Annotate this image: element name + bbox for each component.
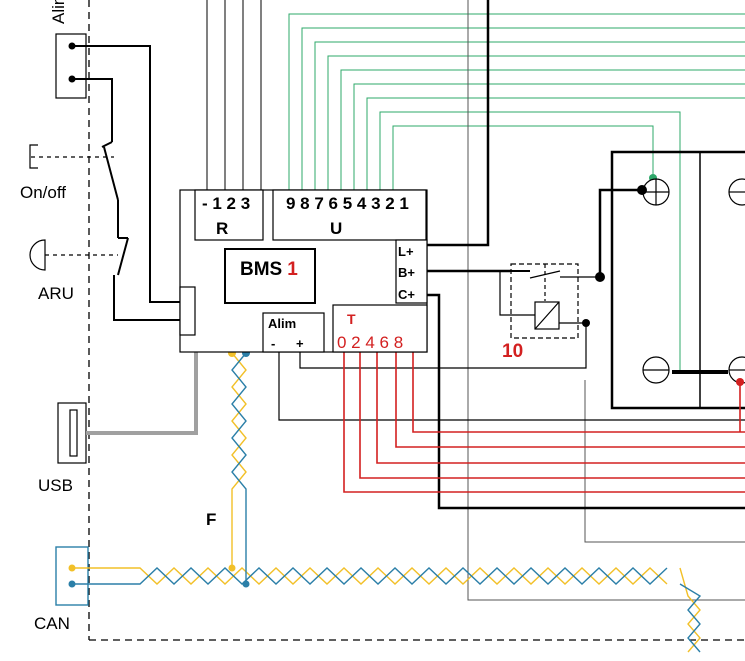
- power-wires: [426, 0, 745, 510]
- relay-junction: [582, 319, 590, 327]
- alim-side-label: Alim: [49, 0, 68, 24]
- bms-alim-minus: -: [271, 336, 275, 351]
- bms-r-pins: - 1 2 3: [202, 194, 250, 213]
- alim-terminal-b: [68, 75, 76, 83]
- bms-t-label: T: [347, 311, 356, 327]
- l-plus-label: L+: [398, 244, 414, 259]
- bms-alim-label: Alim: [268, 316, 296, 331]
- bms-t-pins: 0 2 4 6 8: [337, 333, 403, 352]
- alim-terminal-a: [68, 42, 76, 50]
- c-plus-label: C+: [398, 287, 415, 302]
- can-l-junction: [242, 580, 250, 588]
- alim-minus-wire: [278, 346, 745, 421]
- aru-label: ARU: [38, 284, 74, 303]
- can-h-junction: [228, 564, 236, 572]
- can-label: CAN: [34, 614, 70, 633]
- bms-u-pins: 9 8 7 6 5 4 3 2 1: [286, 194, 409, 213]
- bms-box: [179, 189, 428, 353]
- can-bus: [55, 352, 702, 653]
- usb-port: [57, 343, 201, 464]
- usb-label: USB: [38, 476, 73, 495]
- terminal-junction: [637, 185, 647, 195]
- on-off-label: On/off: [20, 183, 66, 202]
- red-junction: [736, 378, 744, 386]
- on-off-switch: [29, 144, 114, 169]
- emergency-stop: [29, 239, 118, 271]
- b-plus-label: B+: [398, 265, 415, 280]
- battery-terminals: [642, 178, 745, 384]
- can-h-terminal: [68, 564, 76, 572]
- bms-u-label: U: [330, 219, 342, 238]
- alim-source: [55, 33, 180, 321]
- bms-alim-plus: +: [296, 336, 304, 351]
- battery-block: [467, 0, 745, 601]
- relay-number: 10: [502, 341, 523, 362]
- bms-r-label: R: [216, 219, 228, 238]
- relay-10: [299, 263, 600, 369]
- r-connector-wires: [206, 0, 262, 190]
- temperature-sensor-wires: [343, 350, 745, 493]
- enclosure-frame: [88, 0, 745, 641]
- can-l-terminal: [68, 580, 76, 588]
- f-label: F: [206, 510, 216, 529]
